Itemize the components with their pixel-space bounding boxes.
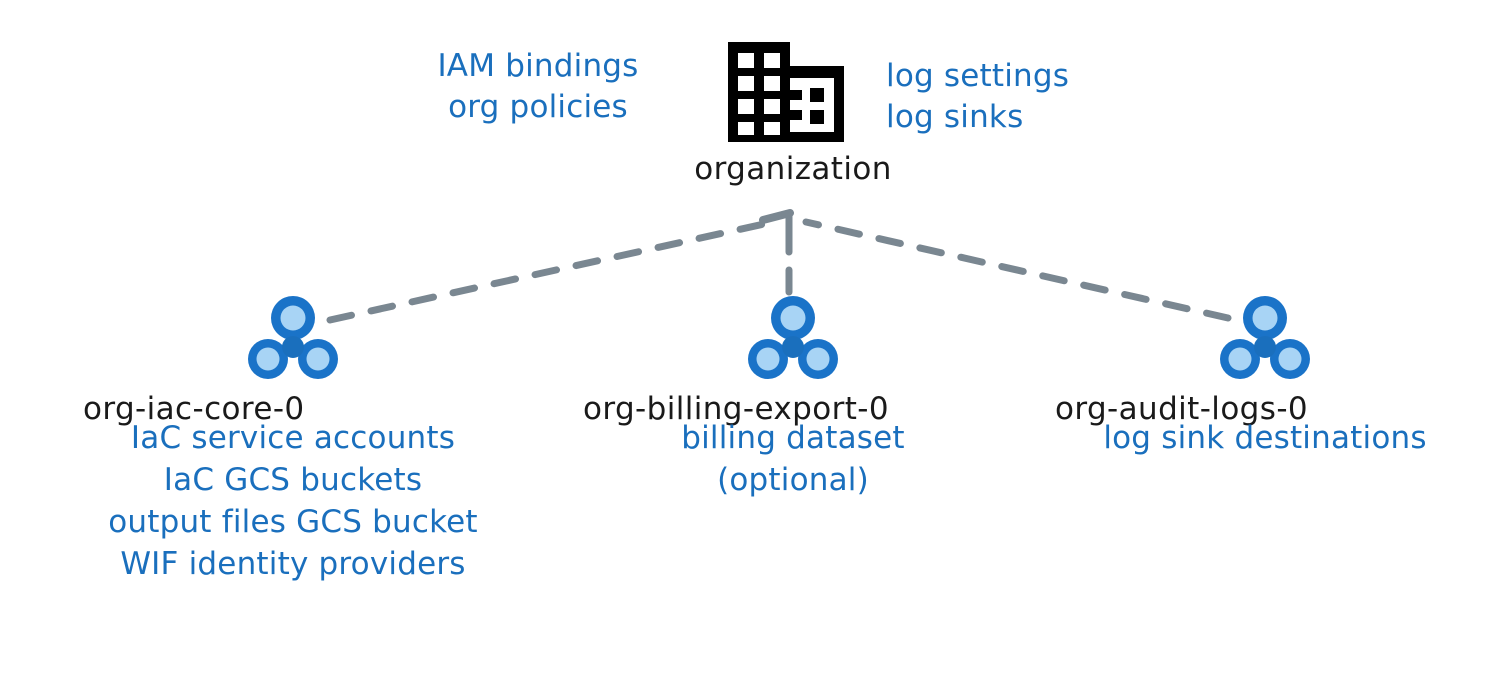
- organization-building-icon: [728, 42, 844, 142]
- node-title: org-billing-export-0: [583, 391, 889, 427]
- org-notes-left: IAM bindings org policies: [437, 48, 639, 125]
- project-cluster-icon: [1220, 292, 1310, 384]
- node-org-billing-export-0[interactable]: org-billing-export-0 billing dataset (op…: [583, 292, 1003, 502]
- node-org-audit-logs-0[interactable]: org-audit-logs-0 log sink destinations: [1055, 292, 1475, 460]
- edge-org-to-audit-logs: [802, 218, 1232, 322]
- organization-label: organization: [694, 151, 892, 187]
- edge-org-to-iac-core: [326, 218, 777, 324]
- project-cluster-glyph: [248, 296, 338, 379]
- node-org-iac-core-0[interactable]: org-iac-core-0 IaC service accounts IaC …: [83, 292, 503, 585]
- project-cluster-icon: [748, 292, 838, 384]
- node-note: IaC service accounts IaC GCS buckets out…: [108, 420, 478, 582]
- edge-arrowhead-wing-icon: [759, 209, 794, 224]
- node-title: org-iac-core-0: [83, 391, 305, 427]
- node-title: org-audit-logs-0: [1055, 391, 1309, 427]
- organization-icon: [722, 38, 850, 146]
- node-note: log sink destinations: [1103, 420, 1427, 456]
- node-note: billing dataset (optional): [681, 420, 905, 498]
- org-notes-right: log settings log sinks: [886, 58, 1070, 135]
- project-cluster-glyph: [1220, 296, 1310, 379]
- project-cluster-icon: [248, 292, 338, 384]
- project-cluster-glyph: [748, 296, 838, 379]
